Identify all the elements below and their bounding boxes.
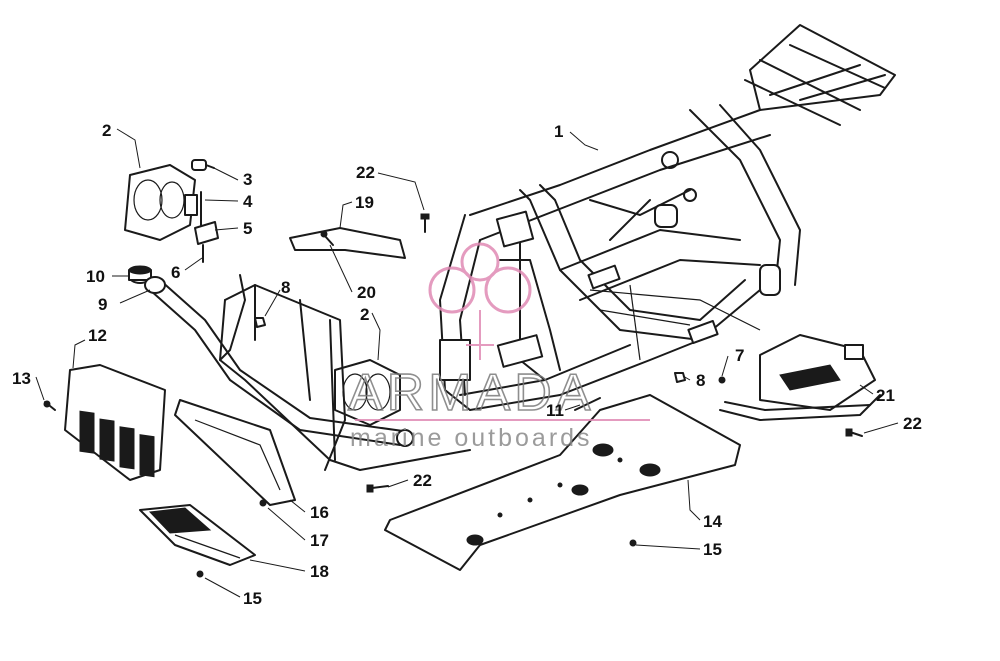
bracket-19 — [289, 227, 406, 259]
callout-11: 11 — [546, 401, 564, 420]
callout-10: 10 — [86, 267, 105, 286]
callout-15-center: 15 — [703, 540, 722, 559]
watermark-tagline: marine outboards — [350, 424, 593, 452]
screw-17 — [259, 499, 267, 507]
callout-15-left: 15 — [243, 589, 262, 608]
callout-5: 5 — [243, 219, 252, 238]
headlight-left — [124, 164, 198, 241]
watermark-brand: ARMADA — [348, 364, 594, 422]
callout-13: 13 — [12, 369, 31, 388]
callout-22-top: 22 — [356, 163, 375, 182]
callout-6: 6 — [171, 263, 180, 282]
main-frame — [439, 24, 896, 411]
callout-19: 19 — [355, 193, 374, 212]
rivet-15-center — [629, 539, 637, 547]
fastener-11 — [574, 397, 601, 411]
fastener-7 — [718, 376, 726, 384]
watermark: ARMADA marine outboards — [347, 242, 650, 452]
callout-18: 18 — [310, 562, 329, 581]
bolt-3 — [191, 159, 215, 171]
callout-22-right: 22 — [903, 414, 922, 433]
callout-21: 21 — [876, 386, 895, 405]
watermark-logo — [428, 242, 532, 360]
callout-22-middle: 22 — [413, 471, 432, 490]
callout-16: 16 — [310, 503, 329, 522]
callout-2-headlight-right: 2 — [360, 305, 369, 324]
callouts: 1 2 2 3 4 5 6 7 8 8 9 10 11 12 13 14 15 … — [12, 121, 922, 608]
bolt-20 — [320, 230, 334, 246]
callout-8-right: 8 — [696, 371, 705, 390]
grille-12 — [64, 364, 166, 481]
callout-12: 12 — [88, 326, 107, 345]
callout-4: 4 — [243, 192, 253, 211]
skid-plate-18 — [139, 504, 256, 566]
lower-guard-16 — [174, 399, 296, 506]
callout-8-left: 8 — [281, 278, 290, 297]
bolt-22-middle — [366, 484, 389, 493]
callout-14: 14 — [703, 512, 722, 531]
callout-2-headlight-left: 2 — [102, 121, 111, 140]
bracket-5 — [194, 221, 219, 245]
rivet-15-left — [196, 570, 204, 578]
nut-8-right — [674, 372, 686, 383]
nut-8-left — [254, 317, 266, 328]
skid-pan-14 — [384, 394, 741, 571]
callout-7: 7 — [735, 346, 744, 365]
bolt-22-top — [420, 213, 430, 233]
callout-20: 20 — [357, 283, 376, 302]
screw-13 — [43, 400, 56, 411]
callout-17: 17 — [310, 531, 329, 550]
headlight-right — [334, 359, 401, 426]
front-bumper-frame — [219, 274, 471, 471]
callout-9: 9 — [98, 295, 107, 314]
bolt-22-right — [845, 428, 863, 437]
footrest-21 — [719, 334, 881, 421]
leader-lines — [35, 128, 899, 598]
cap-10 — [128, 265, 152, 284]
callout-1: 1 — [554, 122, 563, 141]
callout-3: 3 — [243, 170, 252, 189]
